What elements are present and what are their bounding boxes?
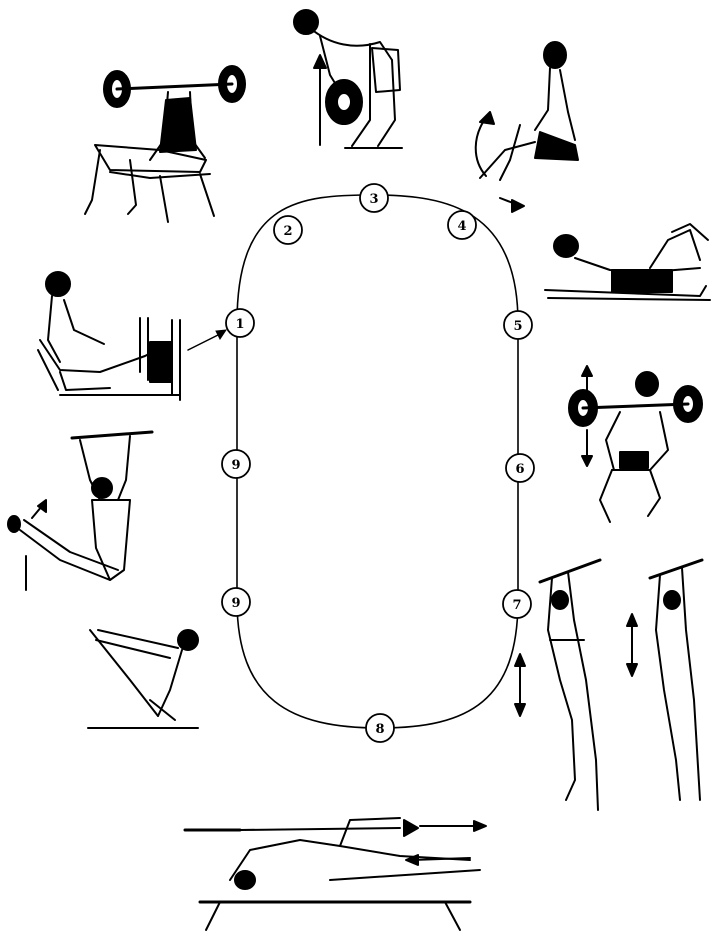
station-9b: 9 — [222, 588, 250, 616]
v-sit-up-figure-icon — [88, 630, 198, 728]
svg-text:1: 1 — [235, 317, 244, 332]
svg-text:9: 9 — [231, 458, 240, 473]
bent-over-lift-figure-icon — [294, 10, 402, 148]
station-4: 4 — [448, 211, 476, 239]
svg-text:3: 3 — [369, 192, 378, 207]
entry-arrow-icon — [188, 330, 226, 350]
svg-text:4: 4 — [457, 219, 466, 234]
svg-text:6: 6 — [515, 462, 524, 477]
seated-leg-extension-figure-icon — [476, 42, 578, 212]
svg-text:8: 8 — [375, 722, 384, 737]
station-8: 8 — [366, 714, 394, 742]
lying-leg-press-figure-icon — [185, 818, 486, 930]
circuit-loop — [237, 195, 518, 728]
svg-text:2: 2 — [283, 224, 292, 239]
svg-text:9: 9 — [231, 596, 240, 611]
svg-text:5: 5 — [513, 319, 522, 334]
seated-leg-press-figure-icon — [38, 272, 180, 400]
station-6: 6 — [506, 454, 534, 482]
station-1: 1 — [226, 309, 254, 337]
seated-barbell-curl-figure-icon — [85, 66, 245, 222]
station-2: 2 — [274, 216, 302, 244]
station-3: 3 — [360, 184, 388, 212]
station-7: 7 — [503, 590, 531, 618]
hanging-leg-raise-figure-icon — [8, 432, 152, 590]
station-5: 5 — [504, 311, 532, 339]
station-9a: 9 — [222, 450, 250, 478]
barbell-squat-figure-icon — [569, 366, 702, 522]
pull-up-figures-icon — [515, 560, 702, 810]
svg-text:7: 7 — [512, 598, 521, 613]
prone-leg-curl-figure-icon — [545, 224, 710, 300]
